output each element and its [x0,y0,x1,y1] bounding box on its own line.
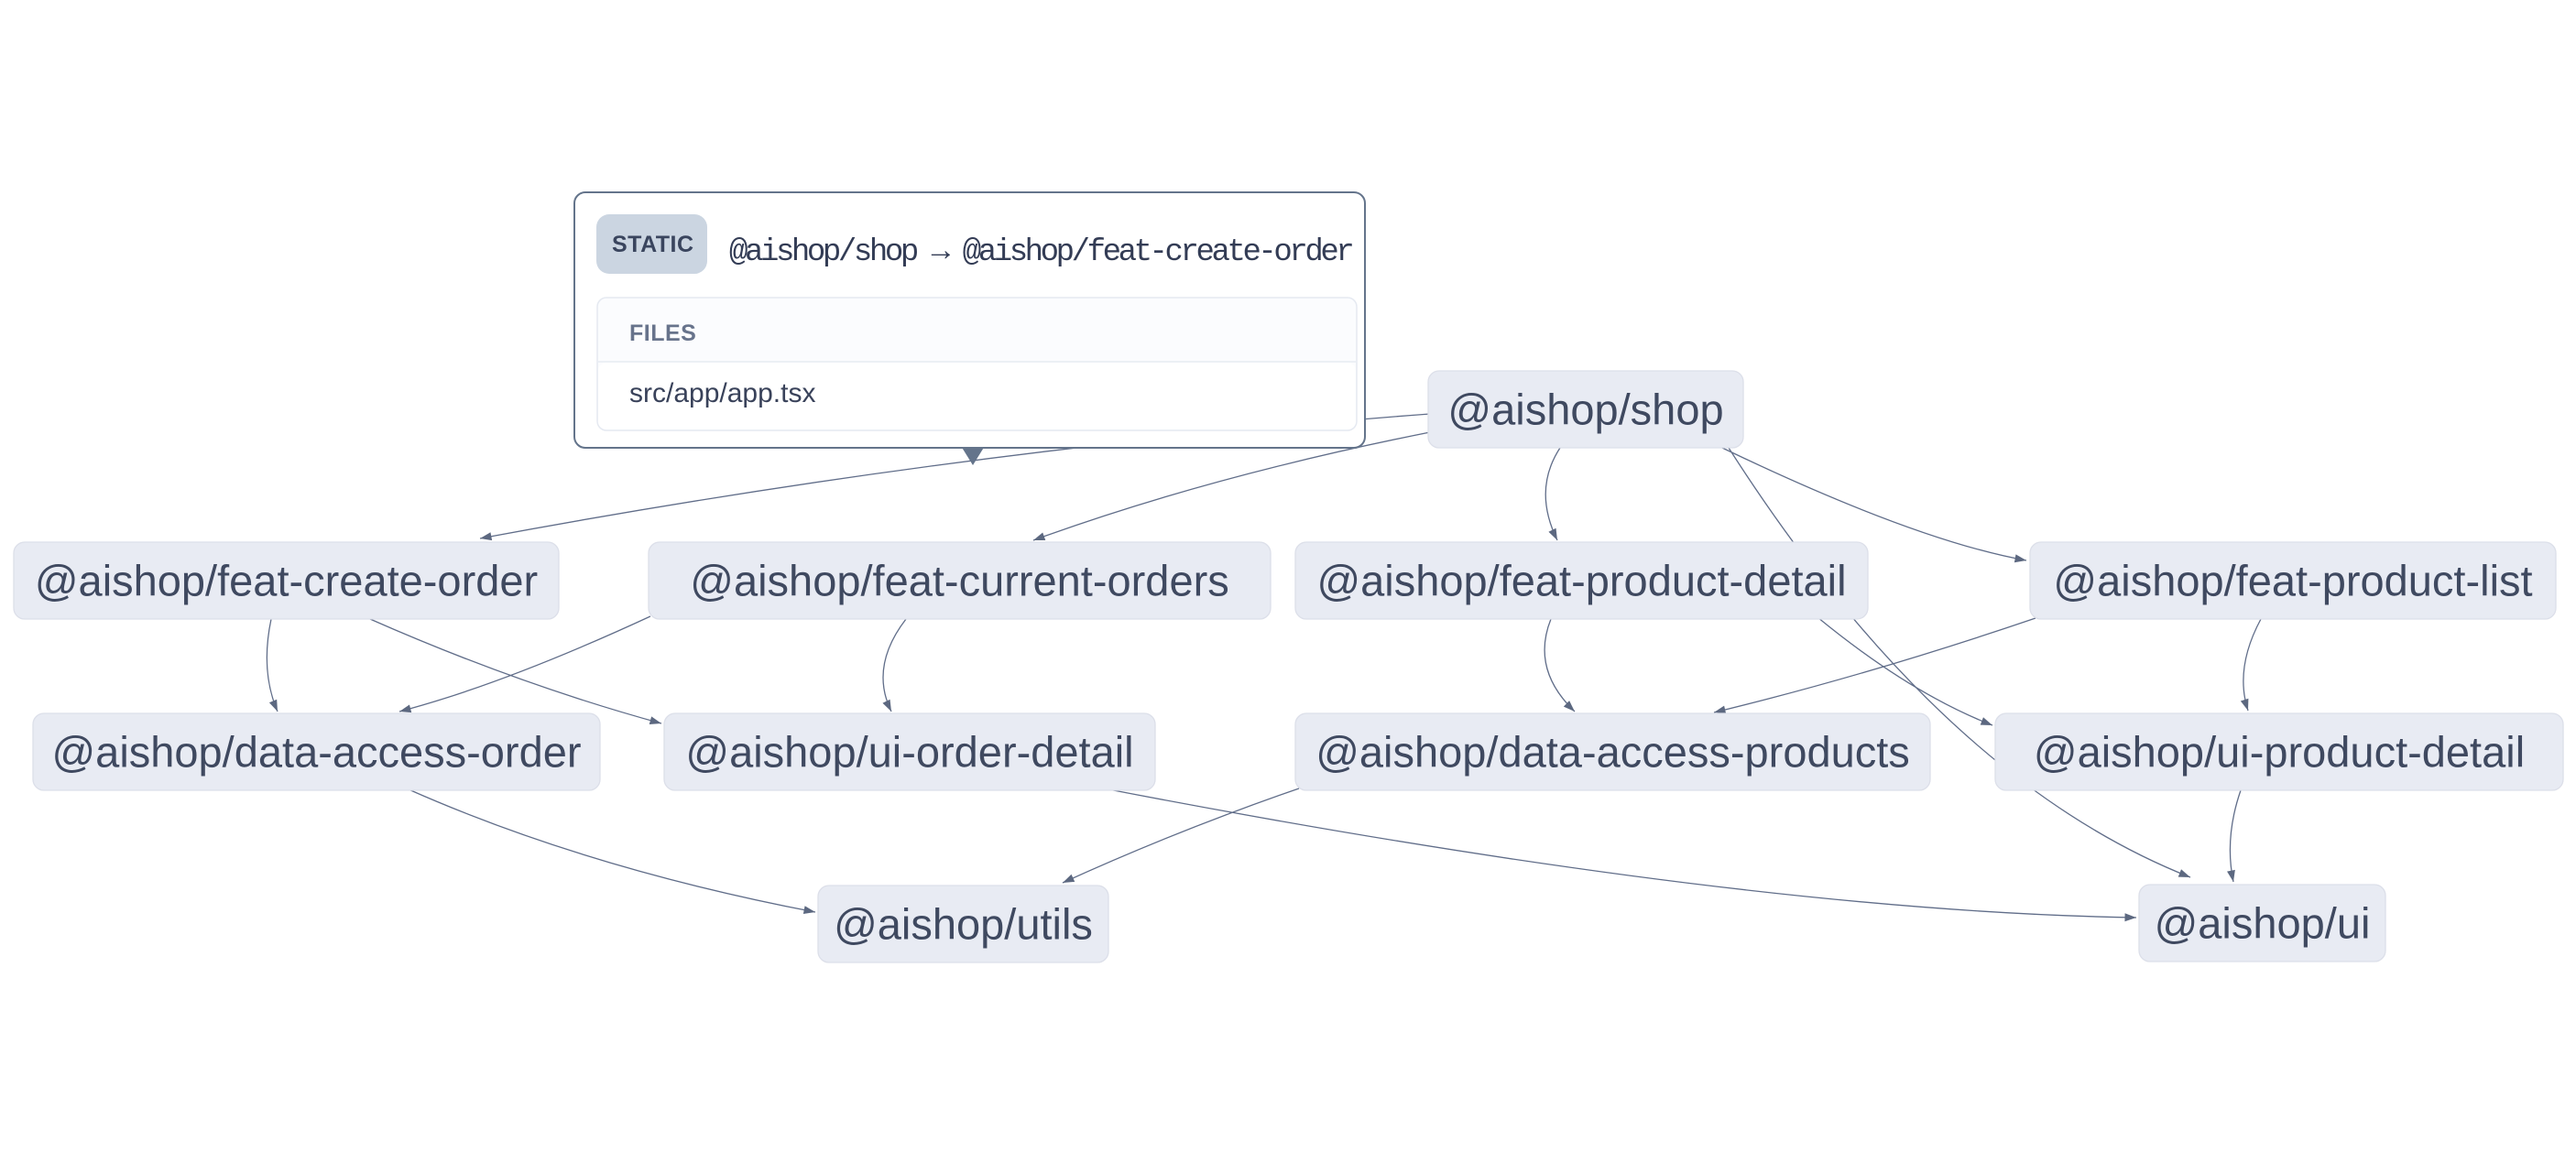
svg-text:@aishop/shop: @aishop/shop [1447,385,1723,433]
svg-text:@aishop/feat-create-order: @aishop/feat-create-order [35,556,538,604]
svg-text:@aishop/data-access-order: @aishop/data-access-order [51,727,581,776]
svg-text:@aishop/feat-current-orders: @aishop/feat-current-orders [690,556,1228,604]
svg-text:@aishop/feat-product-list: @aishop/feat-product-list [2053,556,2532,604]
svg-text:FILES: FILES [629,321,696,346]
svg-text:STATIC: STATIC [612,232,694,257]
svg-text:@aishop/ui-product-detail: @aishop/ui-product-detail [2034,727,2525,776]
svg-text:@aishop/ui-order-detail: @aishop/ui-order-detail [685,727,1133,776]
svg-text:@aishop/ui: @aishop/ui [2155,898,2371,947]
svg-text:@aishop/utils: @aishop/utils [834,899,1093,948]
svg-text:@aishop/shop → @aishop/feat-cr: @aishop/shop → @aishop/feat-create-order [729,235,1352,270]
svg-text:@aishop/feat-product-detail: @aishop/feat-product-detail [1316,556,1846,604]
svg-text:@aishop/data-access-products: @aishop/data-access-products [1315,727,1910,776]
svg-text:src/app/app.tsx: src/app/app.tsx [629,378,815,408]
